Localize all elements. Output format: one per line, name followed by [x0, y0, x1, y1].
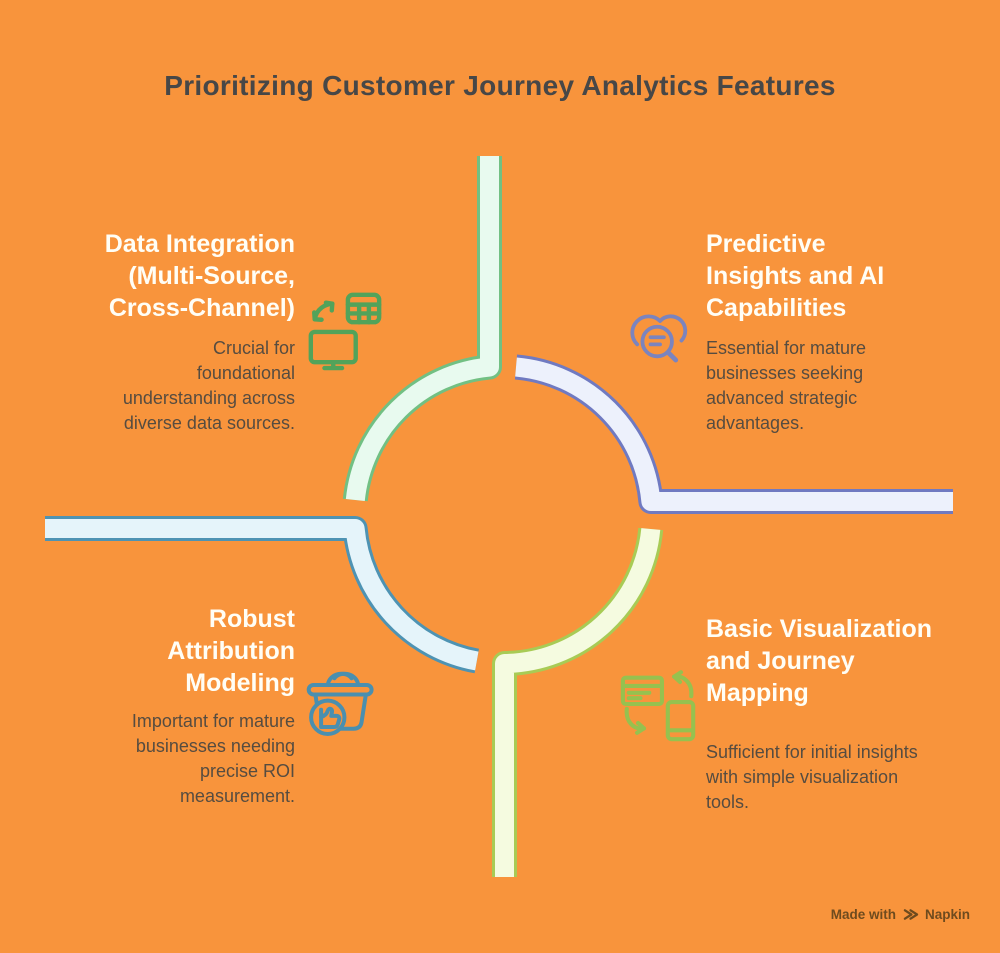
quadrant-description-predictive-insights: Essential for mature businesses seeking … [706, 338, 867, 433]
basket-thumbs-up-icon [306, 671, 374, 736]
quadrant-heading-attribution-modeling: Robust Attribution Modeling [167, 605, 295, 697]
pinwheel-segment-top-left [342, 156, 502, 502]
pinwheel-segment-bottom-left [45, 516, 480, 674]
pinwheel-segment-top-right [514, 354, 953, 514]
quadrant-description-attribution-modeling: Important for mature businesses needing … [131, 711, 295, 806]
made-with-napkin-link[interactable]: Made with Napkin [831, 907, 970, 922]
napkin-logo-icon [903, 909, 919, 920]
quadrant-heading-predictive-insights: Predictive Insights and AI Capabilities [706, 230, 885, 322]
responsive-sync-icon [620, 670, 696, 742]
page-title: Prioritizing Customer Journey Analytics … [164, 70, 836, 101]
quadrant-heading-data-integration: Data Integration (Multi-Source, Cross-Ch… [104, 230, 295, 322]
pinwheel-segment-bottom-right [492, 527, 664, 877]
napkin-brand-label: Napkin [924, 907, 970, 922]
quadrant-description-basic-visualization: Sufficient for initial insights with sim… [706, 742, 918, 812]
data-sync-table-monitor-icon [308, 292, 382, 371]
quadrant-description-data-integration: Crucial for foundational understanding a… [122, 338, 295, 433]
made-with-label: Made with [830, 907, 896, 922]
cloud-search-icon [630, 314, 688, 363]
quadrant-heading-basic-visualization: Basic Visualization and Journey Mapping [706, 615, 933, 707]
